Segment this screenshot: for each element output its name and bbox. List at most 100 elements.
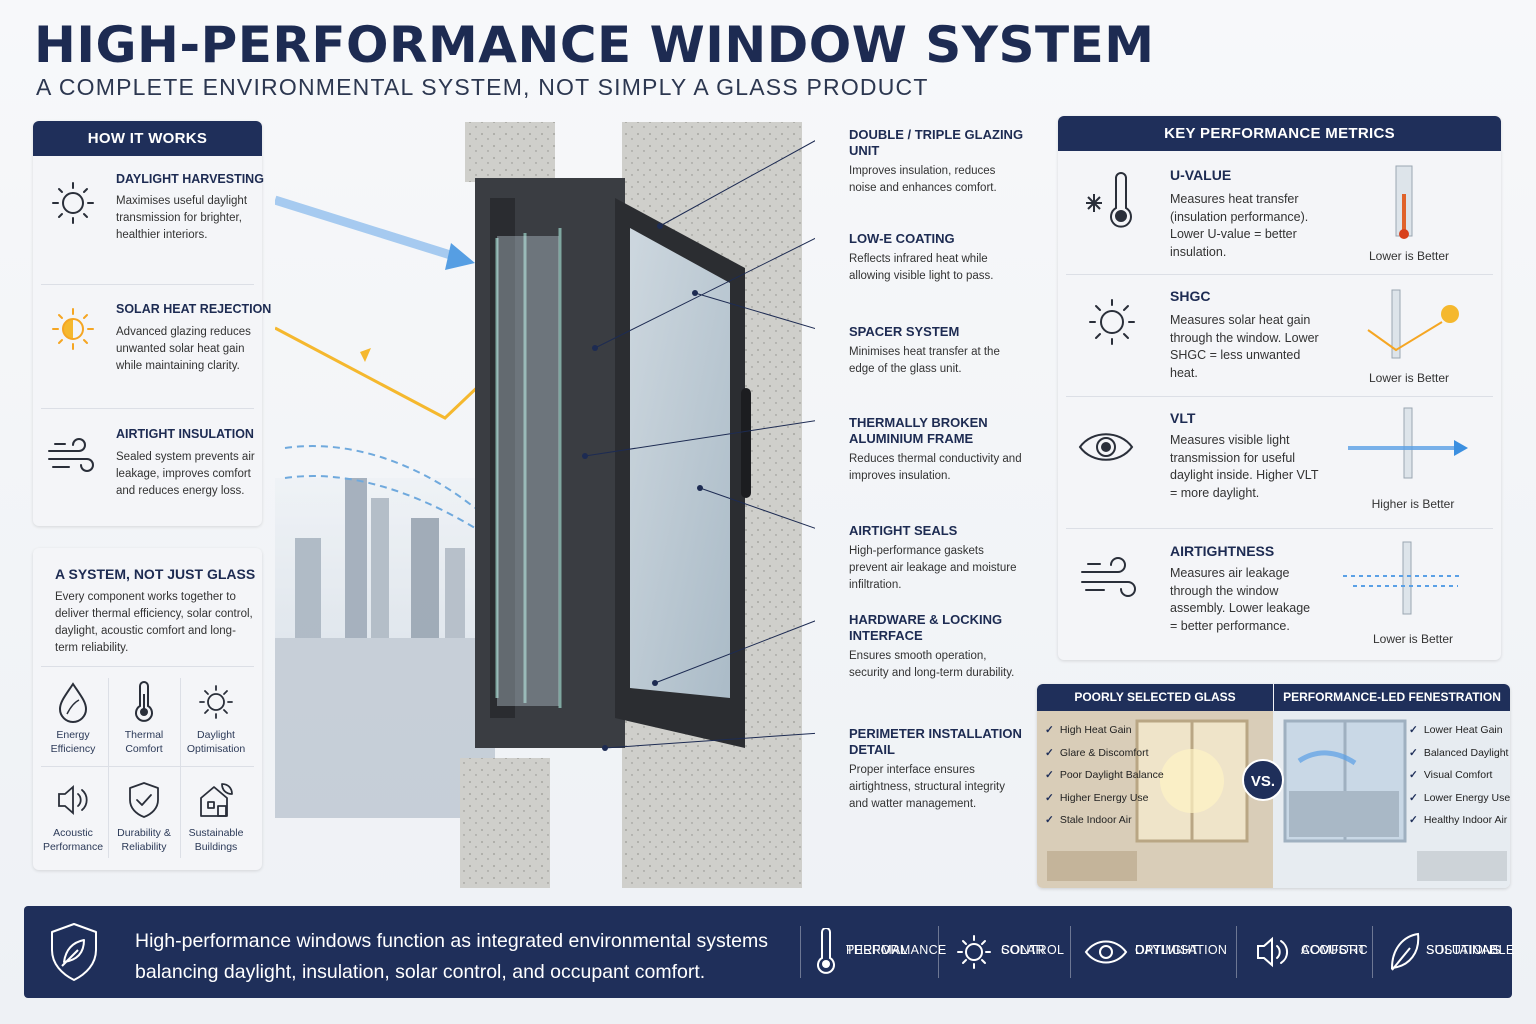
half-sun-icon bbox=[52, 308, 94, 350]
system-cell-energy: Energy Efficiency bbox=[37, 680, 109, 756]
system-cell-label: Thermal Comfort bbox=[124, 729, 164, 755]
divider bbox=[938, 926, 939, 978]
window-frame bbox=[475, 178, 745, 748]
system-cell-daylight: Daylight Optimisation bbox=[180, 680, 252, 756]
how-item-daylight: DAYLIGHT HARVESTING Maximises useful day… bbox=[33, 161, 264, 281]
metric-u-value: U-VALUE Measures heat transfer (insulati… bbox=[1058, 156, 1501, 274]
how-it-works-panel: HOW IT WORKS DAYLIGHT HARVESTING Maximis… bbox=[33, 121, 271, 526]
metric-shgc: SHGC Measures solar heat gain through th… bbox=[1058, 278, 1501, 396]
page-title: HIGH-PERFORMANCE WINDOW SYSTEM bbox=[34, 16, 1155, 74]
callout-glazing-unit: DOUBLE / TRIPLE GLAZING UNIT Improves in… bbox=[849, 127, 1024, 197]
callout-text: Reduces thermal conductivity and improve… bbox=[849, 453, 1022, 482]
glazing-panes bbox=[495, 228, 562, 708]
list-item: ✓Poor Daylight Balance bbox=[1045, 769, 1164, 781]
callout-text: Ensures smooth operation, security and l… bbox=[849, 650, 1015, 679]
list-item: ✓High Heat Gain bbox=[1045, 724, 1132, 736]
callout-title: DOUBLE / TRIPLE GLAZING UNIT bbox=[849, 127, 1024, 158]
callout-title: SPACER SYSTEM bbox=[849, 324, 960, 339]
metric-caption: Lower is Better bbox=[1368, 249, 1450, 263]
how-item-title: SOLAR HEAT REJECTION bbox=[116, 302, 272, 316]
how-item-text: Sealed system prevents air leakage, impr… bbox=[116, 451, 255, 497]
callout-title: THERMALLY BROKEN ALUMINIUM FRAME bbox=[849, 415, 988, 446]
callout-seals: AIRTIGHT SEALS High-performance gaskets … bbox=[849, 523, 1024, 594]
callout-title: HARDWARE & LOCKING INTERFACE bbox=[849, 612, 1003, 643]
how-it-works-title: HOW IT WORKS bbox=[33, 121, 262, 156]
solar-reflection-arrow bbox=[275, 326, 487, 420]
eye-icon bbox=[1078, 433, 1134, 461]
callout-text: High-performance gaskets prevent air lea… bbox=[849, 545, 1017, 591]
metric-title: U-VALUE bbox=[1170, 167, 1232, 183]
list-item: ✓Lower Heat Gain bbox=[1409, 724, 1503, 736]
performance-glass-list: ✓Lower Heat Gain ✓Balanced Daylight ✓Vis… bbox=[1409, 724, 1510, 837]
divider bbox=[41, 666, 254, 667]
list-item: ✓Lower Energy Use bbox=[1409, 791, 1510, 804]
callout-low-e: LOW-E COATING Reflects infrared heat whi… bbox=[849, 231, 1024, 285]
callout-frame: THERMALLY BROKEN ALUMINIUM FRAME Reduces… bbox=[849, 415, 1024, 485]
system-cell-label: Sustainable Buildings bbox=[188, 827, 244, 853]
divider bbox=[1236, 926, 1237, 978]
wind-icon bbox=[1081, 557, 1136, 597]
metric-airtightness: AIRTIGHTNESS Measures air leakage throug… bbox=[1058, 532, 1501, 658]
system-cell-acoustic: Acoustic Performance bbox=[37, 778, 109, 854]
callout-text: Proper interface ensures airtightness, s… bbox=[849, 764, 1005, 810]
thermometer-icon bbox=[817, 927, 835, 974]
metric-title: AIRTIGHTNESS bbox=[1170, 543, 1275, 559]
metric-title: SHGC bbox=[1170, 288, 1211, 304]
system-panel: A SYSTEM, NOT JUST GLASS Every component… bbox=[33, 548, 262, 870]
house-icon bbox=[200, 783, 233, 817]
callout-perimeter: PERIMETER INSTALLATION DETAIL Proper int… bbox=[849, 726, 1024, 813]
light-transmission-icon bbox=[1348, 407, 1468, 479]
list-item: ✓Balanced Daylight bbox=[1409, 746, 1509, 759]
divider bbox=[800, 926, 801, 978]
daylight-arrow bbox=[275, 195, 475, 270]
callout-text: Reflects infrared heat while allowing vi… bbox=[849, 253, 994, 282]
page-subtitle: A COMPLETE ENVIRONMENTAL SYSTEM, NOT SIM… bbox=[36, 74, 929, 100]
thermometer-snow-icon bbox=[1086, 172, 1132, 228]
callout-title: LOW-E COATING bbox=[849, 231, 955, 246]
metrics-title: KEY PERFORMANCE METRICS bbox=[1058, 116, 1501, 151]
system-title: A SYSTEM, NOT JUST GLASS bbox=[55, 566, 256, 582]
divider bbox=[41, 408, 254, 409]
room-comparison-image bbox=[1037, 711, 1510, 888]
metric-vlt: VLT Measures visible light transmission … bbox=[1058, 400, 1501, 526]
comparison-panel: POORLY SELECTED GLASS PERFORMANCE-LED FE… bbox=[1037, 684, 1510, 888]
metric-text: Measures visible light transmission for … bbox=[1170, 433, 1319, 500]
drop-leaf-icon bbox=[58, 682, 88, 723]
window-section-illustration bbox=[275, 122, 815, 888]
system-cell-label: Daylight Optimisation bbox=[186, 729, 246, 755]
air-leakage-icon bbox=[1343, 541, 1463, 615]
how-item-solar: SOLAR HEAT REJECTION Advanced glazing re… bbox=[33, 289, 271, 407]
window-handle bbox=[741, 388, 751, 498]
metric-text: Measures solar heat gain through the win… bbox=[1170, 313, 1319, 380]
callout-spacer: SPACER SYSTEM Minimises heat transfer at… bbox=[849, 324, 1024, 378]
divider bbox=[1066, 528, 1493, 529]
speaker-icon bbox=[1257, 936, 1288, 968]
callout-title: AIRTIGHT SEALS bbox=[849, 523, 958, 538]
poor-glass-title: POORLY SELECTED GLASS bbox=[1037, 684, 1273, 711]
callout-text: Improves insulation, reduces noise and e… bbox=[849, 165, 997, 194]
metric-text: Measures air leakage through the window … bbox=[1170, 566, 1311, 633]
system-text: Every component works together to delive… bbox=[55, 591, 253, 654]
system-cell-label: Energy Efficiency bbox=[50, 729, 96, 755]
metrics-panel: KEY PERFORMANCE METRICS U-VALUE Measures… bbox=[1058, 116, 1501, 660]
city-skyline bbox=[275, 478, 495, 818]
list-item: ✓Visual Comfort bbox=[1409, 769, 1493, 781]
airflow-arrows bbox=[284, 445, 476, 529]
list-item: ✓Healthy Indoor Air bbox=[1409, 814, 1508, 826]
wind-icon bbox=[48, 438, 94, 472]
sun-icon bbox=[957, 935, 991, 969]
callout-title: PERIMETER INSTALLATION DETAIL bbox=[849, 726, 1022, 757]
system-cell-sustainable: Sustainable Buildings bbox=[180, 778, 252, 854]
metric-caption: Higher is Better bbox=[1371, 497, 1455, 511]
metric-caption: Lower is Better bbox=[1368, 371, 1450, 385]
thermometer-icon bbox=[135, 681, 153, 722]
divider bbox=[1066, 396, 1493, 397]
system-cell-label: Durability & Reliability bbox=[117, 827, 171, 853]
thermometer-gauge-icon bbox=[1395, 165, 1413, 239]
list-item: ✓Glare & Discomfort bbox=[1045, 746, 1149, 759]
metric-title: VLT bbox=[1170, 410, 1196, 426]
shield-leaf-icon bbox=[51, 923, 97, 981]
how-item-text: Advanced glazing reduces unwanted solar … bbox=[116, 326, 251, 372]
